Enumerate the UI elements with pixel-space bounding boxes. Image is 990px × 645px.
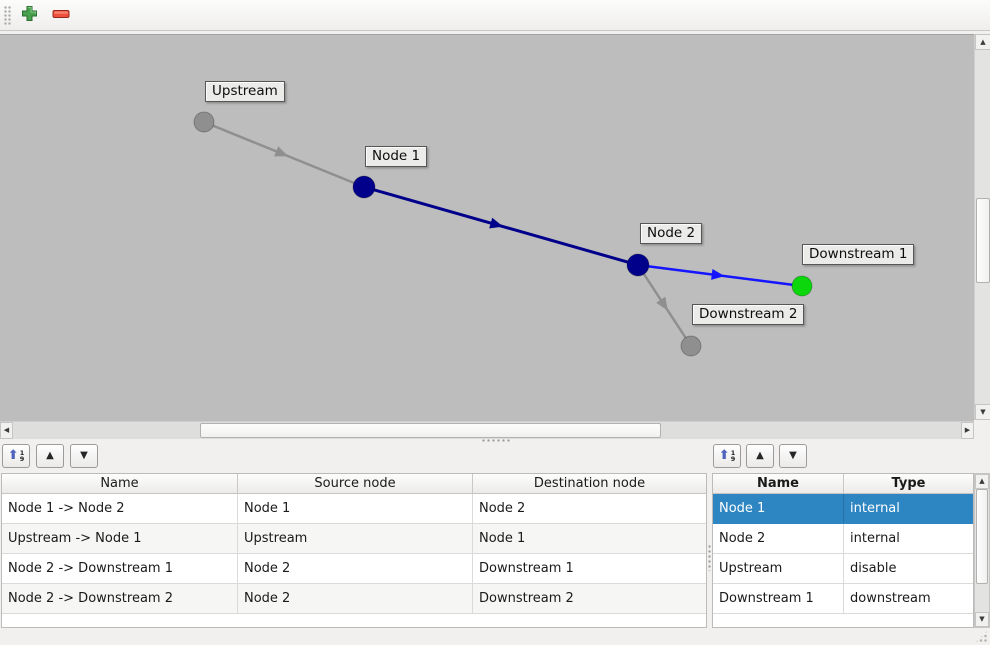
table-row[interactable]: Node 2 internal	[713, 524, 973, 554]
cell-source: Node 2	[238, 554, 473, 583]
scroll-left-button[interactable]: ◀	[0, 422, 13, 439]
node-label[interactable]: Upstream	[205, 81, 285, 102]
triangle-down-icon: ▼	[979, 615, 985, 623]
triangle-up-icon: ▲	[980, 37, 986, 46]
column-header-name[interactable]: Name	[2, 474, 238, 493]
table-row-selected[interactable]: Node 1 internal	[713, 494, 973, 524]
node-label[interactable]: Node 2	[640, 223, 703, 244]
column-header-source-node[interactable]: Source node	[238, 474, 473, 493]
cell-name: Node 2 -> Downstream 1	[2, 554, 238, 583]
graph-node[interactable]	[680, 335, 702, 357]
table-row[interactable]: Downstream 1 downstream	[713, 584, 973, 614]
column-header-destination-node[interactable]: Destination node	[533, 476, 646, 491]
cell-source: Node 2	[238, 584, 473, 613]
node-label[interactable]: Downstream 1	[802, 244, 915, 265]
toolbar-drag-handle[interactable]	[4, 6, 11, 25]
resize-grip[interactable]	[975, 630, 988, 643]
scroll-down-button[interactable]: ▼	[975, 612, 989, 627]
canvas-vscrollbar[interactable]: ▲ ▼	[974, 34, 990, 420]
edges-table-header: Name Source node Destination node	[2, 474, 706, 494]
cell-name: Node 1 -> Node 2	[2, 494, 238, 523]
node-label[interactable]: Downstream 2	[692, 304, 805, 325]
edges-move-up-button[interactable]: ▲	[36, 444, 64, 468]
main-toolbar	[0, 0, 990, 31]
edges-table: Name Source node Destination node Node 1…	[1, 473, 707, 628]
splitter-grip-icon	[708, 545, 711, 571]
cell-type: internal	[850, 501, 900, 516]
cell-destination: Node 1	[479, 531, 526, 546]
cell-destination: Downstream 1	[479, 561, 574, 576]
nodes-table: Name Type Node 1 internal Node 2 interna…	[712, 473, 974, 628]
vertical-pane-splitter[interactable]	[707, 443, 712, 631]
cell-type: internal	[850, 531, 900, 546]
column-header-type[interactable]: Type	[891, 476, 926, 491]
table-row[interactable]: Node 2 -> Downstream 1 Node 2 Downstream…	[2, 554, 706, 584]
cell-source: Upstream	[238, 524, 473, 553]
scroll-up-button[interactable]: ▲	[975, 474, 989, 489]
graph-canvas-svg	[193, 111, 813, 357]
table-row[interactable]: Node 2 -> Downstream 2 Node 2 Downstream…	[2, 584, 706, 614]
graph-node[interactable]	[193, 111, 215, 133]
table-row[interactable]: Node 1 -> Node 2 Node 1 Node 2	[2, 494, 706, 524]
scroll-right-button[interactable]: ▶	[961, 422, 974, 439]
edges-move-down-button[interactable]: ▼	[70, 444, 98, 468]
triangle-down-icon: ▼	[980, 407, 986, 416]
cell-name: Node 2	[713, 524, 844, 553]
cell-name: Upstream -> Node 1	[2, 524, 238, 553]
cell-destination: Downstream 2	[479, 591, 574, 606]
horizontal-pane-splitter[interactable]	[0, 438, 990, 443]
graph-node[interactable]	[626, 253, 650, 277]
edge-direction-arrow-icon	[274, 146, 289, 157]
add-node-button[interactable]	[17, 4, 41, 26]
graph-node[interactable]	[352, 175, 376, 199]
column-header-name[interactable]: Name	[713, 474, 844, 493]
triangle-down-icon: ▼	[789, 450, 797, 461]
triangle-up-icon: ▲	[46, 450, 54, 461]
cell-type: downstream	[850, 591, 931, 606]
cell-destination: Node 2	[479, 501, 526, 516]
edge-direction-arrow-icon	[711, 268, 725, 280]
triangle-left-icon: ◀	[3, 426, 10, 434]
splitter-grip-icon	[482, 439, 510, 442]
scroll-up-button[interactable]: ▲	[975, 34, 990, 50]
edge-direction-arrow-icon	[489, 217, 504, 229]
node-label[interactable]: Node 1	[365, 146, 428, 167]
table-row[interactable]: Upstream disable	[713, 554, 973, 584]
minus-icon	[52, 8, 70, 23]
remove-node-button[interactable]	[49, 4, 73, 26]
cell-name: Node 2 -> Downstream 2	[2, 584, 238, 613]
nodes-table-vscrollbar[interactable]: ▲ ▼	[974, 473, 990, 628]
triangle-right-icon: ▶	[964, 426, 971, 434]
triangle-up-icon: ▲	[756, 450, 764, 461]
table-row[interactable]: Upstream -> Node 1 Upstream Node 1	[2, 524, 706, 554]
triangle-up-icon: ▲	[979, 477, 985, 485]
cell-type: disable	[850, 561, 897, 576]
nodes-table-header: Name Type	[713, 474, 973, 494]
scroll-down-button[interactable]: ▼	[975, 404, 990, 420]
triangle-down-icon: ▼	[80, 450, 88, 461]
nodes-move-up-button[interactable]: ▲	[746, 444, 774, 468]
cell-name: Upstream	[713, 554, 844, 583]
nodes-move-down-button[interactable]: ▼	[779, 444, 807, 468]
canvas-vscrollbar-thumb[interactable]	[976, 198, 990, 283]
graph-node[interactable]	[791, 275, 813, 297]
cell-name: Downstream 1	[713, 584, 844, 613]
cell-name: Node 1	[713, 494, 844, 523]
cell-source: Node 1	[238, 494, 473, 523]
plus-icon	[21, 5, 38, 26]
canvas-hscrollbar-thumb[interactable]	[200, 423, 661, 438]
canvas-hscrollbar[interactable]: ◀ ▶	[0, 421, 974, 439]
nodes-table-vscrollbar-thumb[interactable]	[976, 489, 988, 584]
edge-direction-arrow-icon	[656, 296, 668, 311]
